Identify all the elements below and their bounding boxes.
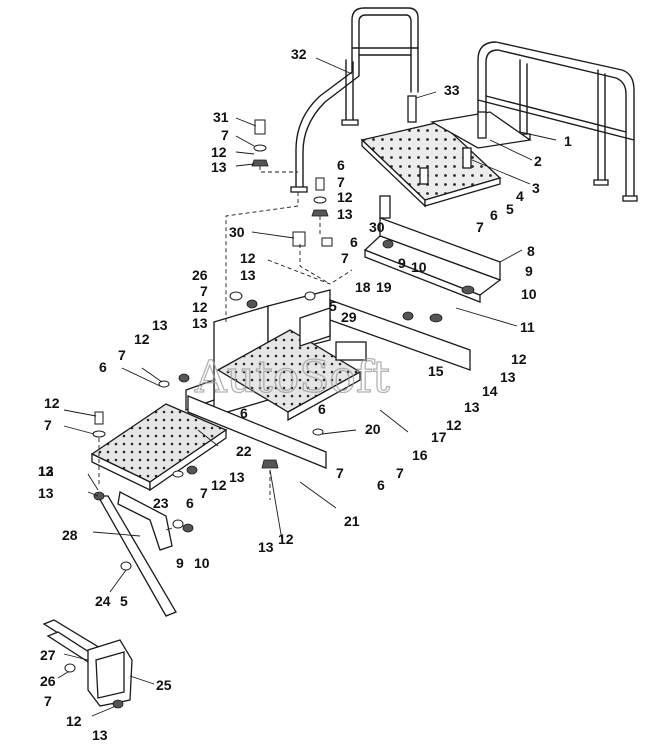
callout-13: 13 (500, 369, 516, 385)
callout-10: 10 (411, 259, 427, 275)
callout-7: 7 (337, 174, 345, 190)
upper-platform (360, 95, 532, 208)
callout-11: 11 (520, 319, 535, 335)
callout-7: 7 (336, 465, 344, 481)
callout-13: 13 (258, 539, 274, 555)
callout-26: 26 (192, 267, 208, 283)
callout-20: 20 (365, 421, 381, 437)
callout-21: 21 (344, 513, 360, 529)
callout-14: 14 (482, 383, 498, 399)
middle-step (185, 289, 471, 469)
callout-12: 12 (192, 299, 208, 315)
callout-9: 9 (176, 555, 184, 571)
hardware (64, 119, 475, 709)
callout-32: 32 (291, 46, 307, 62)
callout-9: 9 (525, 263, 533, 279)
callout-5: 5 (329, 298, 337, 314)
callout-12: 12 (446, 417, 462, 433)
lower-step (90, 403, 228, 492)
callout-13: 13 (464, 399, 480, 415)
callout-6: 6 (377, 477, 385, 493)
callout-12: 12 (240, 250, 256, 266)
callout-12: 12 (211, 144, 227, 160)
callout-13: 13 (38, 463, 54, 479)
callout-13: 13 (229, 469, 245, 485)
callout-13: 13 (211, 159, 227, 175)
callout-7: 7 (476, 219, 484, 235)
callout-30: 30 (229, 224, 245, 240)
bottom-bracket (42, 619, 133, 707)
callout-12: 6 (240, 405, 248, 421)
callout-6: 6 (99, 359, 107, 375)
callout-12: 12 (337, 189, 353, 205)
callout-7: 7 (200, 283, 208, 299)
callout-5: 5 (506, 201, 514, 217)
callout-4: 4 (516, 188, 524, 204)
callout-27: 27 (40, 647, 56, 663)
assembly-dashes (98, 166, 353, 500)
callout-7: 7 (396, 465, 404, 481)
callout-12: 12 (211, 477, 227, 493)
callout-28: 28 (62, 527, 78, 543)
callout-12: 12 (511, 351, 527, 367)
callout-6: 6 (318, 401, 326, 417)
callout-7: 7 (221, 127, 229, 143)
callout-7: 7 (200, 485, 208, 501)
callout-15: 15 (428, 363, 444, 379)
callout-12: 12 (66, 713, 82, 729)
callout-6: 6 (337, 157, 345, 173)
callout-18: 18 (355, 279, 371, 295)
callout-22: 22 (236, 443, 252, 459)
callout-labels: 32 33 1 31 7 12 13 2 3 4 5 6 7 6 7 12 13… (38, 46, 572, 743)
callout-24: 24 (95, 593, 111, 609)
callout-6: 12 (44, 395, 60, 411)
callout-2: 2 (534, 153, 542, 169)
callout-9: 9 (398, 255, 406, 271)
callout-30: 30 (369, 219, 385, 235)
callout-13: 13 (337, 206, 353, 222)
callout-5: 5 (120, 593, 128, 609)
callout-10: 10 (521, 286, 537, 302)
callout-7: 7 (118, 347, 126, 363)
callout-7: 7 (341, 250, 349, 266)
leader-lines (57, 57, 557, 717)
callout-13: 13 (38, 485, 54, 501)
upper-channel (363, 195, 502, 303)
callout-25: 25 (156, 677, 172, 693)
callout-23: 23 (153, 495, 169, 511)
support-bar (96, 491, 177, 617)
callout-13: 13 (152, 317, 168, 333)
callout-8: 8 (527, 243, 535, 259)
callout-29: 29 (341, 309, 357, 325)
callout-12: 12 (278, 531, 294, 547)
callout-13: 13 (92, 727, 108, 743)
callout-26: 26 (40, 673, 56, 689)
callout-7: 7 (44, 693, 52, 709)
handrail-top (290, 7, 419, 193)
callout-16: 16 (412, 447, 428, 463)
callout-6: 6 (350, 234, 358, 250)
callout-13: 13 (240, 267, 256, 283)
callout-33: 33 (444, 82, 460, 98)
callout-13: 13 (192, 315, 208, 331)
callout-7: 7 (44, 417, 52, 433)
watermark-text: AutoSoft (194, 352, 390, 403)
callout-6: 6 (186, 495, 194, 511)
callout-17: 17 (431, 429, 447, 445)
callout-6: 6 (490, 207, 498, 223)
callout-19: 19 (376, 279, 392, 295)
callout-1: 1 (564, 133, 572, 149)
callout-3: 3 (532, 180, 540, 196)
callout-10: 10 (194, 555, 210, 571)
callout-12: 12 (38, 463, 54, 479)
callout-12: 12 (134, 331, 150, 347)
callout-31: 31 (213, 109, 229, 125)
